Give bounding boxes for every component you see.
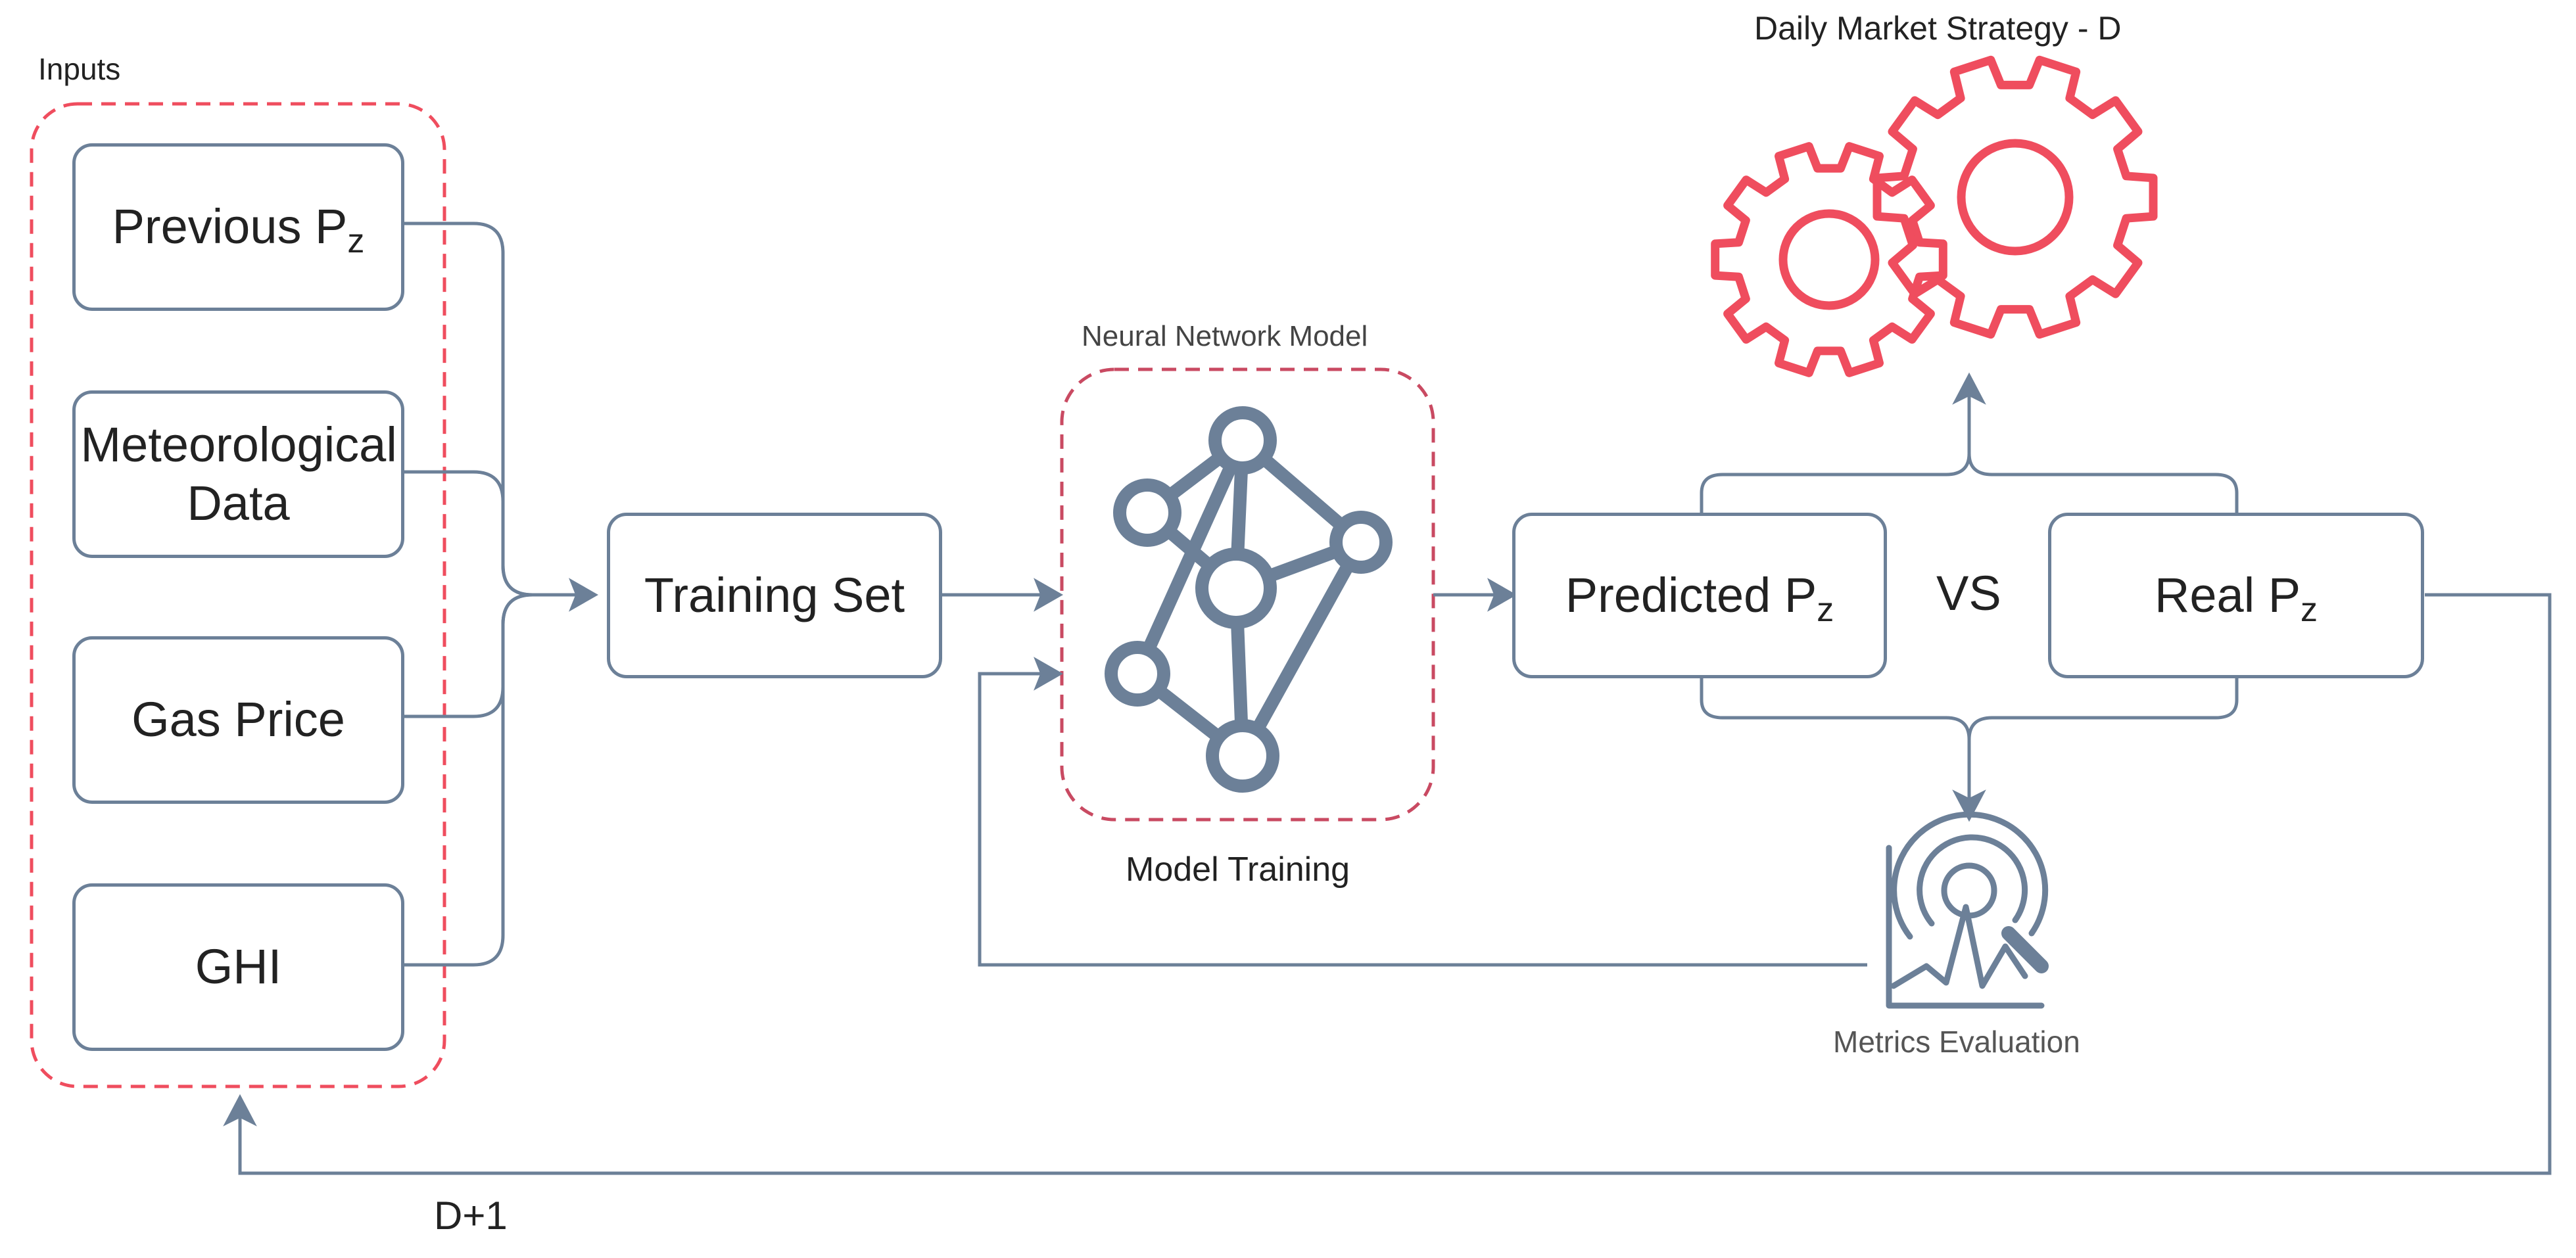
loop-label: D+1 — [434, 1194, 508, 1238]
metrics-label: Metrics Evaluation — [1833, 1025, 2080, 1059]
metrics-feedback-arrow — [978, 657, 1867, 967]
lower-brace-connector — [1700, 678, 2239, 822]
inputs-group-label: Inputs — [38, 52, 121, 86]
predicted-pz-subscript: z — [1817, 590, 1834, 629]
input-gas-price-label: Gas Price — [131, 692, 345, 747]
training-set-box: Training Set — [607, 513, 942, 678]
model-to-predicted-arrow — [1433, 578, 1517, 612]
input-meteorological-data-box: Meteorological Data — [72, 390, 404, 558]
input-gas-price-box: Gas Price — [72, 636, 404, 804]
upper-brace-connector — [1700, 372, 2239, 516]
model-caption: Model Training — [1126, 850, 1350, 889]
predicted-pz-label: Predicted P — [1565, 567, 1817, 622]
inputs-group-frame — [30, 102, 446, 1088]
input-connectors — [402, 221, 599, 967]
neural-network-icon — [1105, 406, 1393, 793]
trainingset-to-model-arrow — [940, 578, 1064, 612]
metrics-evaluation-icon — [1886, 811, 2049, 1009]
gears-icon — [1711, 55, 2158, 377]
input-meteorological-data-label: Meteorological Data — [80, 417, 397, 530]
real-pz-label: Real P — [2154, 567, 2301, 622]
input-previous-pz-subscript: z — [347, 222, 365, 261]
model-title: Neural Network Model — [1082, 320, 1368, 352]
next-day-loop-arrow — [223, 593, 2552, 1175]
real-pz-subscript: z — [2301, 590, 2318, 629]
input-previous-pz-label: Previous P — [112, 199, 348, 254]
vs-label: VS — [1936, 566, 2001, 620]
input-ghi-box: GHI — [72, 883, 404, 1051]
input-ghi-label: GHI — [195, 939, 282, 994]
training-set-label: Training Set — [644, 567, 905, 622]
strategy-label: Daily Market Strategy - D — [1754, 10, 2122, 47]
